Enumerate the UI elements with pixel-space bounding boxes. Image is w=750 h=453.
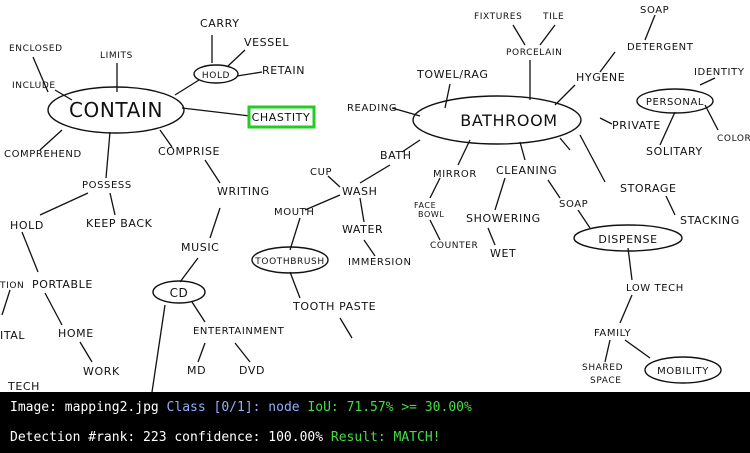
node-soap-top: SOAP — [640, 5, 669, 16]
status-line-image: Image: mapping2.jpg Class [0/1]: node Io… — [10, 400, 472, 415]
node-identity: IDENTITY — [694, 67, 745, 78]
node-contain: CONTAIN — [69, 98, 163, 122]
node-ital: ITAL — [0, 329, 25, 342]
node-toothpaste: TOOTH PASTE — [292, 300, 376, 313]
node-dispense: DISPENSE — [598, 233, 657, 246]
node-mobility: MOBILITY — [657, 366, 709, 377]
mind-map-sketch: CONTAIN CHASTITY BATHROOM CARRY VESSEL H… — [0, 5, 750, 392]
node-face-bowl-1: FACE — [414, 201, 436, 210]
node-md: MD — [187, 364, 206, 377]
detection-text: Detection #rank: 223 confidence: 100.00% — [10, 430, 324, 445]
node-possess: POSSESS — [82, 180, 132, 191]
node-comprehend: COMPREHEND — [4, 149, 82, 160]
node-space: SPACE — [590, 376, 622, 386]
node-cup: CUP — [310, 167, 332, 178]
node-water: WATER — [342, 223, 383, 236]
node-vessel: VESSEL — [244, 36, 289, 49]
node-portable: PORTABLE — [32, 278, 93, 291]
node-outlines — [47, 64, 722, 384]
node-hold-top: HOLD — [202, 71, 230, 81]
node-tile: TILE — [542, 12, 564, 22]
node-home: HOME — [58, 327, 94, 340]
node-soap-mid: SOAP — [559, 199, 588, 210]
node-detergent: DETERGENT — [627, 42, 694, 53]
node-dvd: DVD — [239, 364, 265, 377]
image-label: Image: — [10, 400, 57, 415]
image-name: mapping2.jpg — [64, 400, 159, 415]
node-shared: SHARED — [582, 363, 623, 373]
connector-lines — [1, 14, 719, 392]
node-music: MUSIC — [181, 241, 219, 254]
node-wet: WET — [490, 247, 516, 260]
node-hold-left: HOLD — [10, 219, 44, 232]
node-personal: PERSONAL — [646, 97, 704, 108]
class-label: Class [0/1]: — [166, 400, 261, 415]
node-low-tech: LOW TECH — [626, 283, 684, 294]
node-face-bowl-2: BOWL — [418, 210, 444, 219]
node-entertainment: ENTERTAINMENT — [193, 326, 285, 337]
node-towel: TOWEL/RAG — [416, 68, 489, 81]
node-hygiene: HYGENE — [576, 71, 625, 84]
node-bathroom: BATHROOM — [460, 111, 557, 130]
node-family: FAMILY — [594, 328, 631, 339]
node-keep-back: KEEP BACK — [86, 217, 153, 230]
node-immersion: IMMERSION — [348, 257, 412, 268]
node-tech-left: TECH — [7, 380, 40, 392]
node-private: PRIVATE — [612, 119, 661, 132]
node-reading: READING — [347, 103, 397, 114]
detection-box — [247, 105, 316, 129]
node-counter: COUNTER — [430, 241, 478, 251]
node-wash: WASH — [342, 185, 377, 198]
node-storage: STORAGE — [620, 182, 677, 195]
image-canvas: CONTAIN CHASTITY BATHROOM CARRY VESSEL H… — [0, 5, 750, 392]
node-limits: LIMITS — [100, 51, 133, 61]
node-cleaning: CLEANING — [496, 164, 557, 177]
node-toothbrush: TOOTHBRUSH — [254, 257, 324, 267]
node-writing: WRITING — [217, 185, 270, 198]
status-line-detection: Detection #rank: 223 confidence: 100.00%… — [10, 430, 440, 445]
status-bar: Image: mapping2.jpg Class [0/1]: node Io… — [0, 392, 750, 453]
node-bath: BATH — [380, 149, 412, 162]
node-enclosed: ENCLOSED — [9, 44, 63, 54]
node-mouth: MOUTH — [274, 207, 314, 218]
result-text: Result: MATCH! — [330, 430, 441, 445]
node-chastity: CHASTITY — [252, 111, 311, 124]
node-color: COLOR — [717, 134, 750, 144]
node-showering: SHOWERING — [466, 212, 541, 225]
node-fixtures: FIXTURES — [474, 12, 522, 22]
class-name: node — [268, 400, 300, 415]
node-mirror: MIRROR — [433, 169, 477, 180]
node-porcelain: PORCELAIN — [506, 48, 562, 58]
node-carry: CARRY — [200, 17, 240, 30]
node-work: WORK — [83, 365, 120, 378]
node-comprise: COMPRISE — [158, 145, 220, 158]
node-solitary: SOLITARY — [646, 145, 703, 158]
node-include: INCLUDE — [12, 81, 56, 91]
node-stacking: STACKING — [680, 214, 740, 227]
node-retain: RETAIN — [262, 64, 305, 77]
node-tion: TION — [0, 281, 24, 291]
iou-text: IoU: 71.57% >= 30.00% — [307, 400, 472, 415]
node-cd: CD — [170, 286, 189, 300]
